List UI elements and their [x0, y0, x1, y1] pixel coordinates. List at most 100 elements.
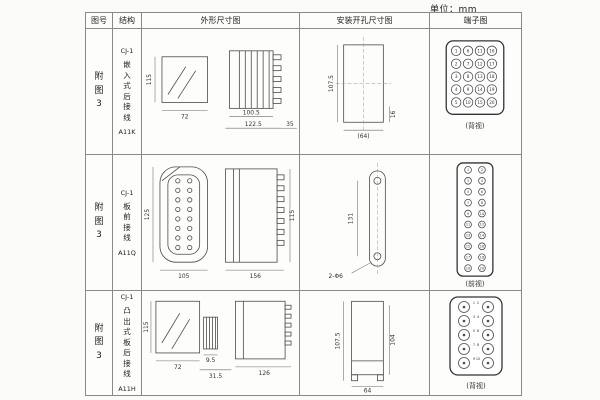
dimension-lines: [152, 166, 291, 271]
fig-no: 附图3: [94, 203, 104, 241]
structure-label: 凸出式板后接线: [123, 306, 131, 379]
outline-drawing-a11k: 115 72 100.5 122.5 35: [146, 50, 297, 129]
dim-pin-total: 31.5: [209, 373, 222, 380]
fig-no: 附图3: [94, 323, 104, 361]
terminal-number: 5: [467, 190, 469, 194]
centerlines: [335, 36, 392, 131]
terminal-number: 9: [467, 212, 469, 216]
terminal-number: 13: [466, 234, 470, 238]
dim-length: 131: [348, 213, 355, 225]
terminal-number: 5: [473, 329, 475, 333]
dim-front: 35: [286, 121, 294, 128]
terminal-number: 3: [467, 179, 469, 183]
terminal-number: 3: [473, 315, 475, 319]
structure-cell-2: CJ-1 板前接线 A11Q: [113, 155, 142, 291]
mount-cell-1: 107.5 16 (64): [300, 29, 430, 155]
fig-cell-3: 附图3: [86, 291, 113, 395]
dim-width: 72: [181, 113, 189, 120]
terminal-number: 7: [467, 201, 469, 205]
terminal-number: 17: [489, 61, 495, 66]
mount-drawing-a11k: 107.5 16 (64): [328, 36, 397, 140]
pin-comb: [203, 316, 218, 350]
terminal-number: 7: [473, 343, 475, 347]
front-view: [159, 166, 208, 263]
fig-no: 附图3: [94, 72, 104, 110]
mount-drawing-a11h: 107.5 104 64: [335, 300, 396, 395]
dim-height: 107.5: [335, 332, 342, 349]
code-label: A11K: [118, 128, 136, 136]
view-caption: (背视): [465, 121, 485, 130]
dimension-lines: [351, 180, 372, 274]
terminal-drawing-a11q: 1 2 3 4 5 6 7 8 9 10 11 12 13 14 15 16 1…: [456, 162, 494, 288]
terminal-number: 10: [480, 212, 484, 216]
fig-cell-2: 附图3: [86, 155, 113, 291]
terminal-number: 15: [477, 100, 483, 105]
terminal-number: 2: [481, 168, 483, 172]
terminal-number: 8: [467, 74, 470, 79]
dim-width: (64): [357, 133, 369, 140]
terminal-number: 9: [467, 87, 470, 92]
unit-label: 单位：mm: [430, 5, 478, 15]
structure-cell-3: CJ-1 凸出式板后接线 A11H: [113, 291, 142, 395]
terminal-number: 11: [477, 48, 483, 53]
view-caption: (前视): [465, 279, 485, 288]
dim-depth: 126: [259, 370, 271, 377]
terminal-number: 4: [455, 87, 458, 92]
terminal-number: 4: [481, 179, 483, 183]
terminal-number: 18: [489, 74, 495, 79]
dimension-table: 图号 结构 外形尺寸图 安装开孔尺寸图 端子图 附图3 CJ-1 嵌入式后接线 …: [85, 12, 522, 396]
dim-width: 72: [174, 364, 182, 371]
terminal-number: 10: [476, 357, 480, 361]
model-label: CJ-1: [120, 47, 134, 55]
terminal-number: 16: [480, 245, 484, 249]
terminal-number: 7: [467, 61, 470, 66]
header-structure: 结构: [113, 13, 142, 29]
terminal-block: 1 6 11 16 2 7 12 17 3 8 13 18 4 9 14 19 …: [445, 40, 505, 115]
model-label: CJ-1: [120, 188, 134, 197]
outline-drawing-a11q: 125 105 156 115: [144, 166, 296, 280]
structure-cell-1: CJ-1 嵌入式后接线 A11K: [113, 29, 142, 155]
dimension-lines: [337, 44, 390, 131]
terminal-number: 10: [465, 100, 471, 105]
outline-cell-1: 115 72 100.5 122.5 35: [142, 29, 300, 155]
terminal-number: 15: [466, 245, 470, 249]
terminal-number: 1: [467, 168, 469, 172]
outline-cell-3: 115 72 9.5 31.5 126: [142, 291, 300, 395]
dim-depth: 156: [250, 273, 262, 280]
terminal-number: 11: [466, 223, 470, 227]
terminal-drawing-a11k: 1 6 11 16 2 7 12 17 3 8 13 18 4 9 14 19 …: [445, 40, 505, 130]
terminal-number: 6: [467, 48, 470, 53]
terminal-number: 3: [455, 74, 458, 79]
structure-label: 板前接线: [123, 201, 131, 243]
terminal-number: 19: [489, 87, 495, 92]
header-terminal: 端子图: [430, 13, 521, 29]
fig-cell-1: 附图3: [86, 29, 113, 155]
dim-height: 115: [146, 74, 153, 86]
dimension-lines: [343, 301, 390, 387]
terminal-number: 2: [477, 301, 479, 305]
terminal-number: 1: [455, 48, 458, 53]
dim-pin-len: 9.5: [206, 357, 216, 364]
header-fig: 图号: [86, 13, 113, 29]
dim-holes: 2-Φ6: [329, 273, 344, 280]
terminal-drawing-a11h: 1 2 3 4 5 6 7 8 9 10 (背视): [449, 296, 503, 390]
dim-side-height: 115: [289, 210, 296, 222]
terminal-number: 13: [477, 74, 483, 79]
terminal-number: 19: [466, 266, 470, 270]
terminal-number: 12: [477, 61, 483, 66]
terminal-cell-3: 1 2 3 4 5 6 7 8 9 10 (背视): [430, 291, 521, 395]
terminal-number: 16: [489, 48, 495, 53]
terminal-block: 1 2 3 4 5 6 7 8 9 10: [449, 296, 503, 376]
side-view: [229, 50, 282, 109]
code-label: A11H: [118, 384, 136, 393]
dim-height: 107.5: [328, 75, 335, 92]
view-caption: (背视): [466, 381, 486, 390]
cutout: [351, 300, 384, 382]
dimension-lines: [154, 56, 297, 129]
terminal-number: 6: [477, 329, 479, 333]
terminal-number: 8: [477, 343, 479, 347]
header-mount: 安装开孔尺寸图: [300, 13, 430, 29]
structure-label: 嵌入式后接线: [123, 60, 131, 122]
mount-cell-3: 107.5 104 64: [300, 291, 430, 395]
terminal-number: 6: [481, 190, 483, 194]
